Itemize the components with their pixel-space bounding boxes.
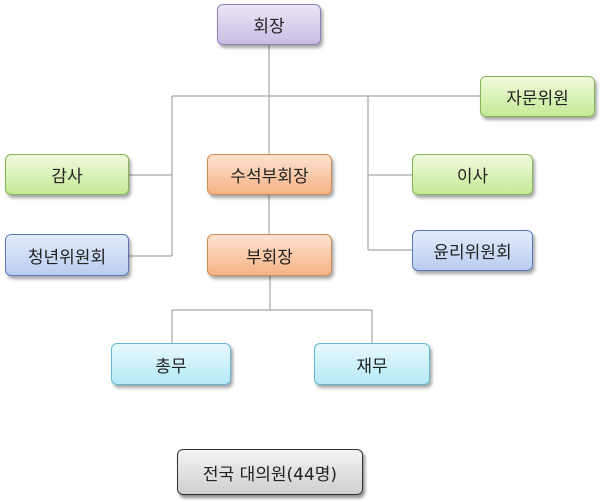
node-advisory-committee: 자문위원 [480,76,595,117]
node-finance: 재무 [314,343,430,385]
node-chairman: 회장 [217,4,321,45]
node-general-affairs: 총무 [111,343,231,385]
node-vice-chairman: 부회장 [207,234,332,276]
node-director: 이사 [412,154,533,195]
node-national-delegates: 전국 대의원(44명) [177,449,363,495]
node-auditor: 감사 [5,154,129,195]
node-ethics-committee: 윤리위원회 [412,230,533,271]
node-youth-committee: 청년위원회 [5,234,129,276]
node-senior-vice-chairman: 수석부회장 [207,154,332,195]
